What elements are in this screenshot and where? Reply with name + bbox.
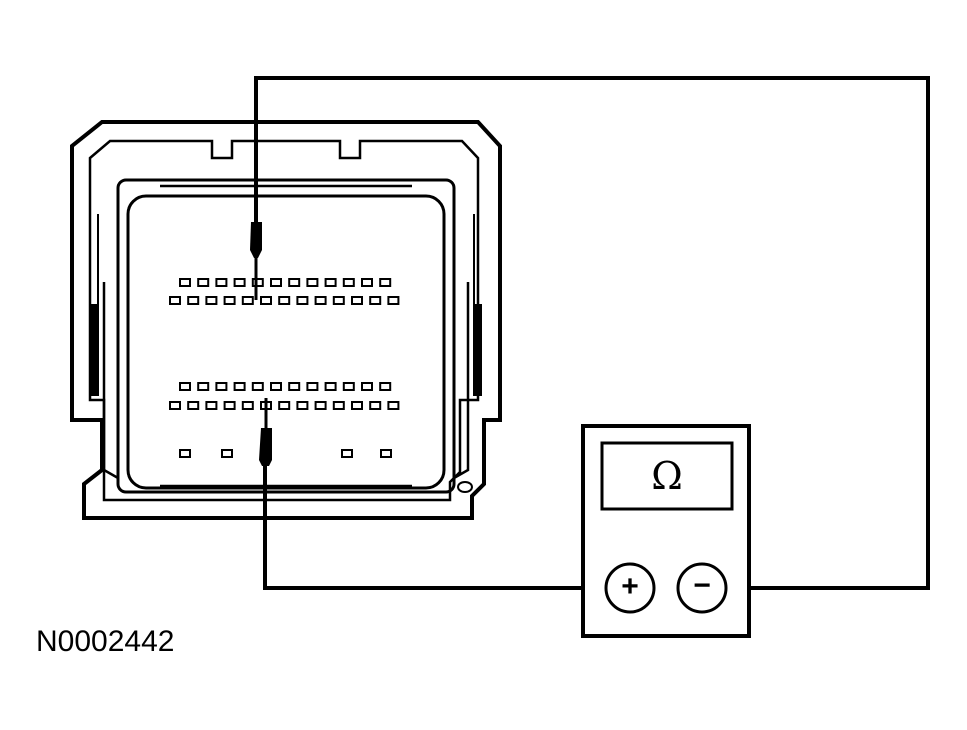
pin-row-3-cavity [197,382,210,391]
pin-row-1-cavity [342,278,355,287]
pin-row-3-cavity [324,382,337,391]
connector-left-bottom-rail [102,282,119,480]
negative-lead-wire [254,76,930,590]
connector [70,120,502,520]
pin-row-1-cavity [233,278,246,287]
pin-row-2-cavity [351,296,363,305]
pin-row-5-cavity [380,449,392,458]
pin-row-2-cavity [296,296,309,305]
ohmmeter-display [600,441,734,511]
meter-leads [254,76,930,590]
pin-row-4-cavity [223,401,236,410]
pin-row-4-cavity [187,401,200,410]
pin-row-5-cavity [221,449,233,458]
pin-row-1-cavity [379,278,392,287]
pin-row-3-cavity [379,382,392,391]
pin-row-1-cavity [251,278,264,287]
pin-row-4-cavity [387,401,400,410]
pin-row-2-cavity [169,296,181,305]
ohmmeter-negative-jack [676,562,728,614]
ohmmeter-positive-jack [604,562,656,614]
ohmmeter [581,424,751,638]
pin-row-4-cavity [241,401,254,410]
figure-id-label: N0002442 [36,625,175,658]
positive-terminal-label: + [621,570,639,603]
pin-row-1-cavity [215,278,228,287]
pin-row-4-cavity [169,401,181,410]
pin-row-1-cavity [324,278,337,287]
pin-row-5-cavity [341,449,353,458]
pin-row-2-cavity [332,296,345,305]
pin-row-4-cavity [369,401,382,410]
pin-row-3-cavity [288,382,301,391]
pin-row-2-cavity [205,296,218,305]
pin-row-1-cavity [270,278,282,287]
connector-left-latch [89,304,97,396]
positive-lead-wire [263,464,604,590]
pin-row-1-cavity [361,278,373,287]
pin-row-4-cavity [314,401,327,410]
pin-row-2-cavity [187,296,200,305]
pin-row-1-cavity [306,278,319,287]
connector-key-hole [457,481,473,493]
connector-face [116,178,456,494]
connector-pin-cavities [169,278,400,458]
pin-row-3-cavity [233,382,246,391]
pin-row-3-cavity [342,382,355,391]
pin-row-2-cavity [369,296,382,305]
probe-upper-icon [250,222,262,258]
pin-row-3-cavity [306,382,319,391]
pin-row-3-cavity [215,382,228,391]
pin-row-2-cavity [278,296,291,305]
probe-lower-icon [259,428,272,466]
pin-row-2-cavity [387,296,400,305]
test-probes [250,222,272,466]
pin-row-3-cavity [251,382,264,391]
pin-row-4-cavity [351,401,363,410]
pin-row-1-cavity [197,278,210,287]
connector-right-bottom-rail [453,282,470,480]
pin-row-3-cavity [361,382,373,391]
pin-row-1-cavity [179,278,191,287]
ohm-symbol: Ω [651,454,683,498]
pin-row-5-cavity [179,449,191,458]
pin-row-1-cavity [288,278,301,287]
connector-outer-shell [70,120,502,520]
pin-row-2-cavity [241,296,254,305]
pin-row-2-cavity [314,296,327,305]
negative-terminal-label: − [693,569,711,602]
connector-insert [126,194,446,490]
pin-row-4-cavity [332,401,345,410]
pin-row-4-cavity [205,401,218,410]
pin-row-2-cavity [223,296,236,305]
pin-row-4-cavity [278,401,291,410]
connector-right-latch [474,304,482,396]
pin-row-2-cavity [260,296,272,305]
pin-row-3-cavity [179,382,191,391]
pin-row-3-cavity [270,382,282,391]
pin-row-4-cavity [296,401,309,410]
